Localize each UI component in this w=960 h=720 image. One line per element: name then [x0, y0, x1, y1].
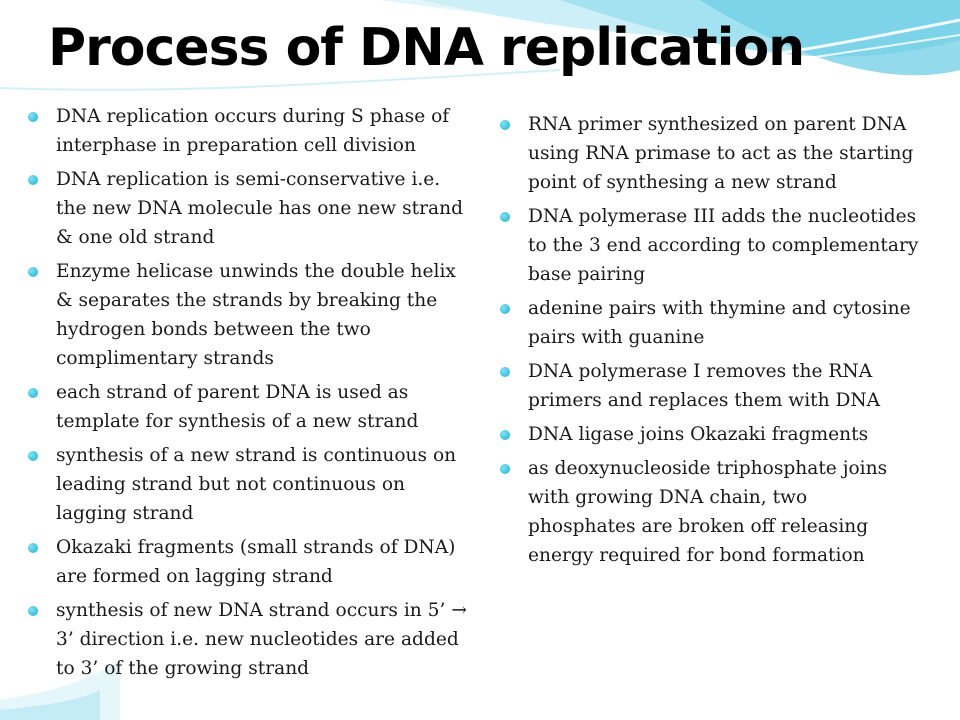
- bullet-text: adenine pairs with thymine and cytosine …: [528, 298, 911, 348]
- bullet-item: DNA polymerase I removes the RNA primers…: [500, 357, 920, 415]
- cyan-dot-icon: [500, 304, 510, 314]
- slide-title: Process of DNA replication: [48, 18, 805, 78]
- bullet-item: as deoxynucleoside triphosphate joins wi…: [500, 454, 920, 570]
- right-bullet-list: RNA primer synthesized on parent DNA usi…: [500, 110, 920, 575]
- bullet-item: DNA replication occurs during S phase of…: [28, 102, 474, 160]
- cyan-dot-icon: [28, 267, 38, 277]
- bullet-text: as deoxynucleoside triphosphate joins wi…: [528, 458, 888, 566]
- cyan-dot-icon: [28, 112, 38, 122]
- bullet-item: Enzyme helicase unwinds the double helix…: [28, 257, 474, 373]
- bullet-text: DNA polymerase III adds the nucleotides …: [528, 206, 919, 285]
- bullet-item: synthesis of a new strand is continuous …: [28, 441, 474, 528]
- bullet-text: synthesis of a new strand is continuous …: [56, 445, 457, 524]
- cyan-dot-icon: [28, 543, 38, 553]
- bullet-item: adenine pairs with thymine and cytosine …: [500, 294, 920, 352]
- bullet-text: Okazaki fragments (small strands of DNA)…: [56, 537, 456, 587]
- bullet-text: Enzyme helicase unwinds the double helix…: [56, 261, 456, 369]
- bullet-item: each strand of parent DNA is used as tem…: [28, 378, 474, 436]
- bullet-item: DNA polymerase III adds the nucleotides …: [500, 202, 920, 289]
- cyan-dot-icon: [500, 430, 510, 440]
- bullet-item: DNA ligase joins Okazaki fragments: [500, 420, 920, 449]
- bullet-text: synthesis of new DNA strand occurs in 5’…: [56, 600, 467, 679]
- bullet-text: DNA ligase joins Okazaki fragments: [528, 424, 869, 445]
- cyan-dot-icon: [28, 175, 38, 185]
- cyan-dot-icon: [28, 388, 38, 398]
- cyan-dot-icon: [500, 367, 510, 377]
- cyan-dot-icon: [500, 464, 510, 474]
- cyan-dot-icon: [28, 606, 38, 616]
- bullet-item: DNA replication is semi-conservative i.e…: [28, 165, 474, 252]
- bullet-item: synthesis of new DNA strand occurs in 5’…: [28, 596, 474, 683]
- bullet-text: DNA replication is semi-conservative i.e…: [56, 169, 463, 248]
- left-bullet-list: DNA replication occurs during S phase of…: [28, 102, 474, 688]
- bullet-item: RNA primer synthesized on parent DNA usi…: [500, 110, 920, 197]
- bullet-text: DNA replication occurs during S phase of…: [56, 106, 450, 156]
- cyan-dot-icon: [500, 120, 510, 130]
- bullet-text: RNA primer synthesized on parent DNA usi…: [528, 114, 914, 193]
- bullet-text: DNA polymerase I removes the RNA primers…: [528, 361, 881, 411]
- bullet-item: Okazaki fragments (small strands of DNA)…: [28, 533, 474, 591]
- bullet-text: each strand of parent DNA is used as tem…: [56, 382, 419, 432]
- cyan-dot-icon: [500, 212, 510, 222]
- cyan-dot-icon: [28, 451, 38, 461]
